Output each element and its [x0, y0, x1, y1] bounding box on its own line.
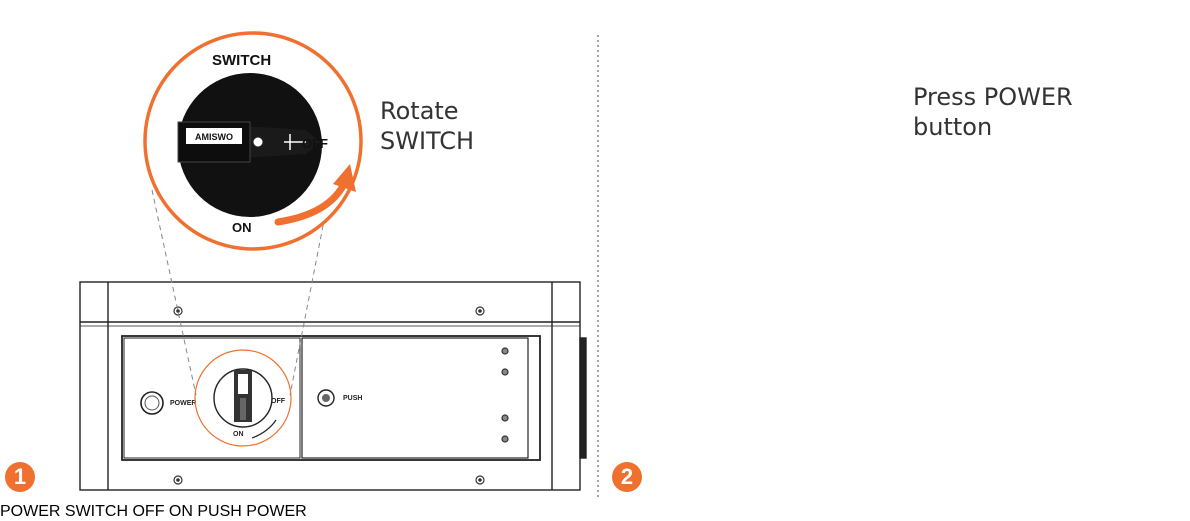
step-1-panel: POWER ON OFF PUSH SWITCH	[79, 31, 587, 491]
panel-power-label: POWER	[170, 400, 196, 407]
device-enclosure	[79, 281, 587, 491]
power-button-icon	[140, 391, 164, 415]
zoom-off-label: OFF	[302, 136, 328, 151]
panel-rotate-arrow	[251, 419, 277, 439]
push-label: PUSH	[343, 395, 362, 402]
panel-power-label: POWER	[0, 503, 61, 520]
panel-off-label: OFF	[271, 398, 286, 405]
panel-off-label: OFF	[132, 503, 165, 520]
step-1-instruction-line2: SWITCH	[380, 127, 475, 155]
highlight-ring	[194, 349, 292, 447]
step-1-instruction: Rotate SWITCH	[380, 96, 474, 156]
zoom-switch-title: SWITCH	[212, 52, 271, 69]
power-zoom-view: POWER	[246, 503, 306, 520]
step-1-number-badge: 1	[5, 462, 35, 492]
step-2-instruction-line1: Press POWER	[913, 83, 1073, 111]
push-label: PUSH	[197, 503, 242, 520]
step-2-number-badge: 2	[612, 462, 642, 492]
rotary-switch-icon	[213, 368, 273, 428]
panel-on-label: ON	[233, 431, 244, 438]
panel-switch-label: SWITCH	[64, 503, 129, 520]
highlight-ring: SWITCH OFF ON PUSH POWER	[65, 503, 307, 520]
diagram-canvas: POWER ON OFF PUSH SWITCH	[79, 31, 599, 498]
panel-on-label: ON	[168, 503, 193, 520]
zoom-on-label: ON	[232, 220, 252, 235]
step-2-instruction-line2: button	[913, 113, 993, 141]
rotate-arrow-icon	[274, 164, 356, 226]
enclosure-screws	[173, 306, 509, 485]
instruction-diagram: POWER ON OFF PUSH SWITCH	[0, 31, 1073, 520]
zoom-power-label: POWER	[246, 503, 307, 520]
push-button-icon	[317, 389, 335, 407]
zoom-leader-lines	[151, 189, 331, 396]
step-1-instruction-line1: Rotate	[380, 97, 459, 125]
panel-rotate-arrow: PUSH POWER	[197, 503, 306, 520]
step-2-instruction: Press POWER button	[913, 82, 1073, 142]
switch-zoom-view: SWITCH AMISWO OFF ON	[143, 31, 363, 251]
step-2-panel: POWER SWITCH OFF ON PUSH	[0, 503, 307, 520]
handle-brand-label: AMISWO	[195, 132, 233, 142]
